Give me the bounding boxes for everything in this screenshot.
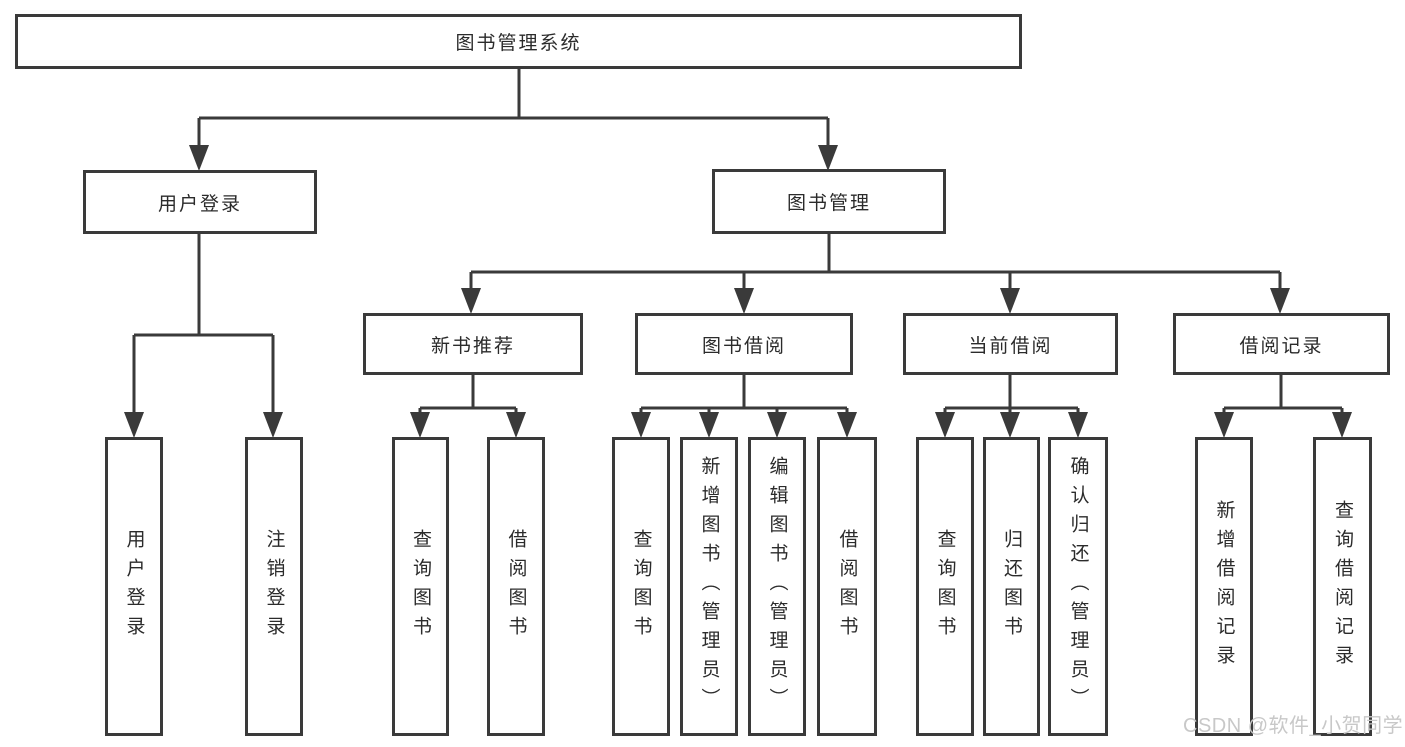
leaf-query-books-borrow: 查询图书: [612, 437, 670, 736]
leaf-borrow-books-recommend: 借阅图书: [487, 437, 545, 736]
leaf-query-books-recommend: 查询图书: [392, 437, 449, 736]
leaf-borrow-books: 借阅图书: [817, 437, 877, 736]
leaf-edit-books-admin: 编辑图书（管理员）: [748, 437, 806, 736]
leaf-logout: 注销登录: [245, 437, 303, 736]
leaf-query-borrow-record: 查询借阅记录: [1313, 437, 1372, 736]
node-book-borrow: 图书借阅: [635, 313, 853, 375]
leaf-return-books: 归还图书: [983, 437, 1040, 736]
node-user-login: 用户登录: [83, 170, 317, 234]
leaf-add-books-admin: 新增图书（管理员）: [680, 437, 738, 736]
leaf-add-borrow-record: 新增借阅记录: [1195, 437, 1253, 736]
leaf-confirm-return-admin: 确认归还（管理员）: [1048, 437, 1108, 736]
node-root-system: 图书管理系统: [15, 14, 1022, 69]
node-borrow-records: 借阅记录: [1173, 313, 1390, 375]
node-current-borrow: 当前借阅: [903, 313, 1118, 375]
node-new-book-recommend: 新书推荐: [363, 313, 583, 375]
node-book-management: 图书管理: [712, 169, 946, 234]
csdn-watermark: CSDN @软件_小贺同学: [1183, 715, 1404, 737]
leaf-user-login: 用户登录: [105, 437, 163, 736]
leaf-query-books-current: 查询图书: [916, 437, 974, 736]
